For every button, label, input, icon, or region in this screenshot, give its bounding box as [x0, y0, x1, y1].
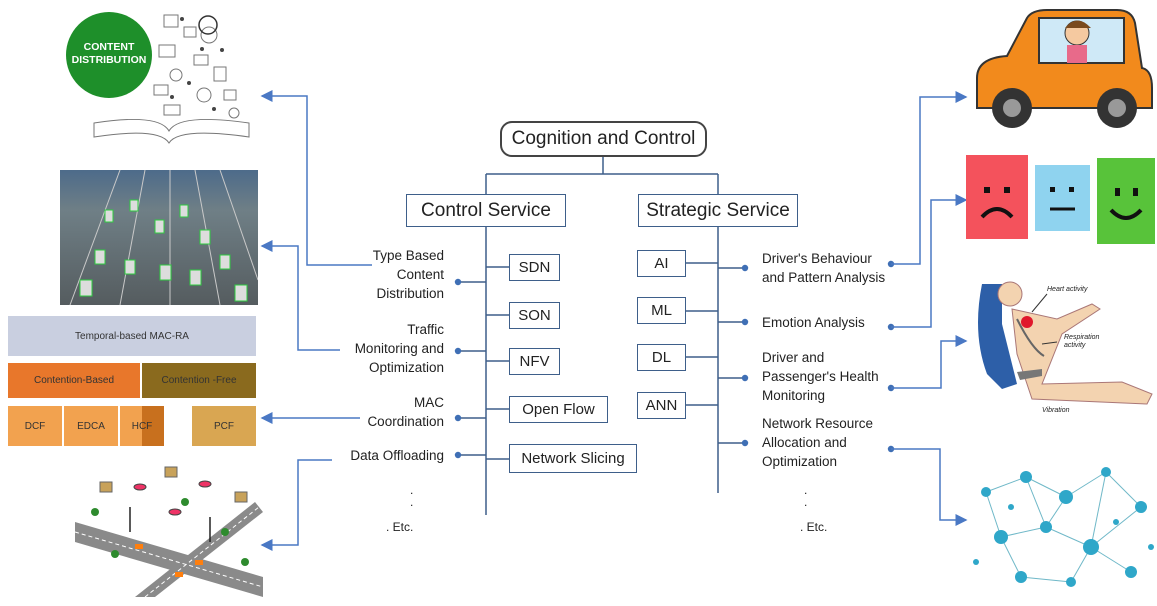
tech-ai: AI	[637, 250, 686, 277]
tech-ml: ML	[637, 297, 686, 324]
app-driver-behaviour: Driver's Behaviour and Pattern Analysis	[762, 251, 886, 285]
mac-cell-label: DCF	[24, 420, 46, 432]
tech-label: SON	[518, 307, 551, 324]
app-mac-coordination: MAC Coordination	[367, 395, 444, 429]
tech-open-flow: Open Flow	[509, 396, 608, 423]
mac-cell-hcf: HCF	[120, 406, 164, 446]
tech-nfv: NFV	[509, 348, 560, 375]
tech-label: SDN	[518, 259, 551, 276]
vibration-label: Vibration	[1042, 407, 1070, 414]
control-etc: . Etc.	[386, 520, 414, 534]
mac-ra-title-bar: Temporal-based MAC-RA	[8, 316, 256, 356]
tech-network-slicing: Network Slicing	[509, 444, 637, 473]
contention-based-bar: Contention-Based	[8, 363, 140, 398]
control-service-box: Control Service	[406, 194, 566, 227]
mac-ra-title: Temporal-based MAC-RA	[75, 330, 189, 342]
contention-free-label: Contention -Free	[161, 375, 237, 386]
mac-cell-pcf: PCF	[192, 406, 256, 446]
cognition-control-box: Cognition and Control	[500, 121, 707, 157]
mac-cell-label: EDCA	[77, 420, 105, 432]
content-distribution-circle	[66, 12, 152, 98]
traffic-image	[60, 170, 258, 305]
tech-label: AI	[654, 255, 669, 272]
content-distribution-text: CONTENT DISTRIBUTION	[71, 41, 147, 66]
happy-face-icon	[1097, 158, 1155, 244]
app-network-resource: Network Resource Allocation and Optimiza…	[762, 416, 874, 469]
mac-cell-label: PCF	[214, 420, 234, 432]
control-etc-dots: ..	[410, 483, 414, 509]
contention-free-bar: Contention -Free	[142, 363, 256, 398]
tech-label: Open Flow	[522, 401, 595, 418]
control-service-title: Control Service	[421, 199, 551, 221]
tech-label: ANN	[645, 397, 678, 414]
neutral-face-icon	[1035, 165, 1090, 231]
strategic-service-title: Strategic Service	[646, 199, 790, 221]
tech-label: ML	[651, 302, 672, 319]
tech-label: Network Slicing	[521, 450, 625, 467]
tech-ann: ANN	[637, 392, 686, 419]
heart-activity-label: Heart activity	[1047, 286, 1088, 293]
app-emotion-analysis: Emotion Analysis	[762, 315, 865, 330]
tech-label: DL	[651, 349, 672, 366]
car-image	[967, 8, 1157, 134]
app-health-monitoring: Driver and Passenger's Health Monitoring	[762, 350, 879, 403]
tech-sdn: SDN	[509, 254, 560, 281]
contention-based-label: Contention-Based	[33, 375, 115, 386]
sad-face-icon	[966, 155, 1028, 239]
network-graph-image	[966, 452, 1157, 601]
mac-cell-label: HCF	[131, 420, 153, 432]
tech-son: SON	[509, 302, 560, 329]
health-monitoring-image: Heart activity Respiration activity Vibr…	[972, 264, 1157, 414]
content-distribution-image: CONTENT DISTRIBUTION	[64, 5, 254, 153]
strategic-etc: . Etc.	[800, 520, 828, 534]
app-content-distribution: Type Based Content Distribution	[372, 248, 444, 301]
mac-cell-dcf: DCF	[8, 406, 62, 446]
strategic-etc-dots: ..	[804, 483, 808, 509]
app-traffic-monitoring: Traffic Monitoring and Optimization	[354, 322, 444, 375]
vehicular-network-image	[74, 462, 264, 598]
tech-label: NFV	[519, 353, 550, 370]
tech-dl: DL	[637, 344, 686, 371]
mac-cell-edca: EDCA	[64, 406, 118, 446]
respiration-activity-label: Respiration activity	[1064, 334, 1100, 349]
strategic-service-box: Strategic Service	[638, 194, 798, 227]
app-data-offloading: Data Offloading	[350, 448, 444, 463]
root-title: Cognition and Control	[511, 128, 696, 149]
